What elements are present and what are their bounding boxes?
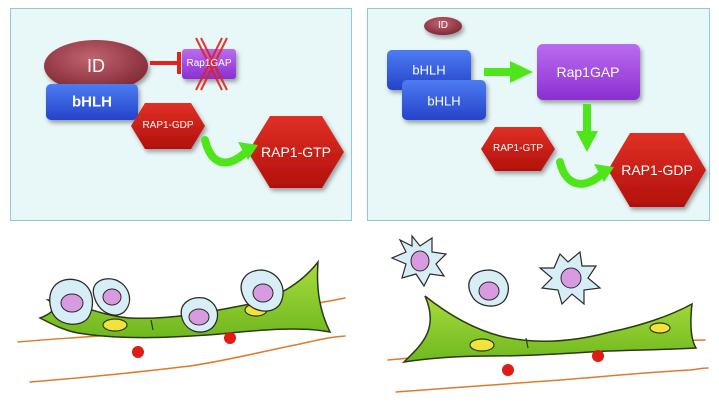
immune-cell-left-2	[92, 278, 131, 316]
bhlh-box	[46, 84, 138, 120]
activation-curved-arrow	[201, 136, 252, 167]
arrow-head-down	[576, 131, 598, 152]
rap1gap-label: Rap1GAP	[186, 58, 232, 69]
arrow-head	[238, 142, 258, 160]
nucleus-right-1	[469, 338, 495, 352]
rap1-gdp-hexagon	[131, 103, 205, 149]
arrow-head-right	[510, 61, 533, 83]
rap1-gtp-label: RAP1-GTP	[260, 144, 332, 160]
red-blood-dot-left-1	[132, 346, 144, 358]
immune-cell-round-right	[468, 269, 509, 307]
rap1gap-box-right	[537, 44, 640, 100]
rap1-gtp-hexagon-right	[481, 127, 555, 171]
id-oval	[44, 40, 148, 92]
rap1-gdp-label-right: RAP1-GDP	[621, 162, 693, 178]
immune-cell-left-3	[180, 297, 219, 333]
immune-cell-left-1	[49, 278, 94, 325]
immune-cell-spiky-2	[538, 250, 602, 306]
id-label-right: ID	[438, 20, 448, 31]
rap1-gtp-label-right: RAP1-GTP	[492, 143, 544, 154]
nucleus-left-1	[102, 318, 128, 332]
bhlh-label: bHLH	[72, 93, 112, 111]
immune-cell-left-4	[240, 269, 284, 312]
cross-out-icon	[195, 37, 228, 91]
arrow-head-curve	[594, 164, 614, 182]
cell-junction-left	[150, 319, 154, 331]
cell-junction-right	[525, 337, 529, 349]
rap1gap-label-right: Rap1GAP	[556, 64, 620, 80]
id-small-oval	[424, 17, 462, 35]
bhlh-label-right-2: bHLH	[427, 93, 461, 109]
red-blood-dot-left-2	[224, 332, 236, 344]
bhlh-box-2	[402, 80, 486, 120]
red-blood-dot-right-2	[592, 350, 604, 362]
rap1-gdp-label: RAP1-GDP	[142, 120, 194, 131]
red-blood-dot-right-1	[502, 364, 514, 376]
immune-cell-spiky-1	[390, 234, 448, 288]
nucleus-right-2	[649, 322, 671, 334]
conversion-curved-arrow	[556, 158, 608, 188]
bhlh-label-right-1: bHLH	[412, 62, 446, 78]
rap1-gdp-hexagon-right	[608, 133, 706, 207]
rap1-gtp-hexagon	[248, 116, 344, 188]
id-label: ID	[87, 56, 105, 76]
